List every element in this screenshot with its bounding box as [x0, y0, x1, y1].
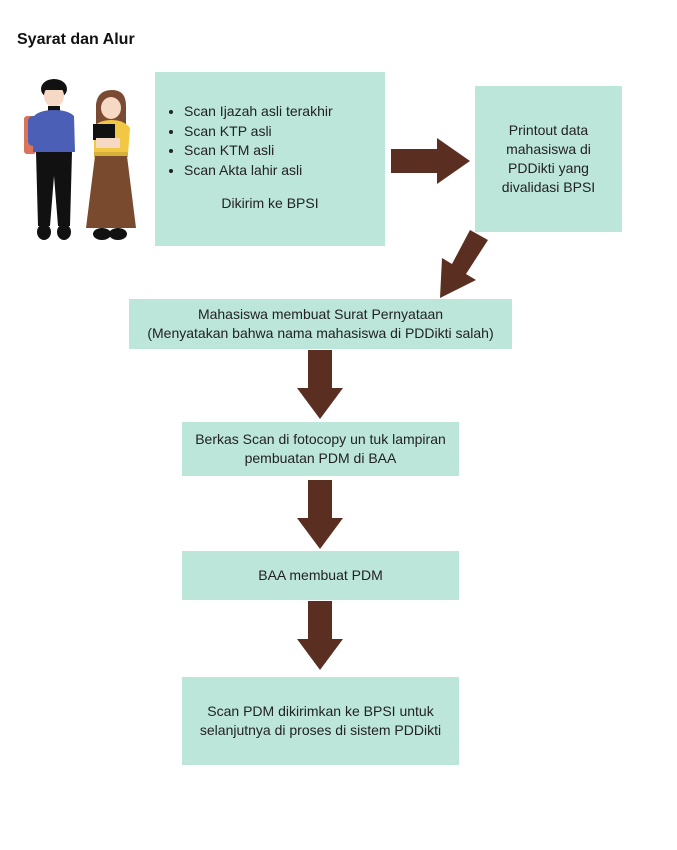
arrow-down-left-icon	[440, 230, 488, 298]
arrow-down-icon	[297, 601, 343, 670]
arrow-down-icon	[297, 480, 343, 549]
statement-box: Mahasiswa membuat Surat Pernyataan (Meny…	[129, 299, 512, 349]
baa-text: BAA membuat PDM	[258, 567, 383, 583]
requirement-item: Scan Akta lahir asli	[184, 161, 333, 181]
send-text: Scan PDM dikirimkan ke BPSI untuk selanj…	[199, 703, 442, 738]
arrow-right-icon	[391, 138, 470, 184]
send-box: Scan PDM dikirimkan ke BPSI untuk selanj…	[182, 677, 459, 765]
requirement-item: Scan KTM asli	[184, 141, 333, 161]
requirements-list: Scan Ijazah asli terakhir Scan KTP asli …	[168, 102, 333, 180]
requirement-item: Scan KTP asli	[184, 122, 333, 142]
requirements-note: Dikirim ke BPSI	[221, 195, 319, 211]
copy-text: Berkas Scan di fotocopy un tuk lampiran …	[195, 431, 446, 466]
requirements-box: Scan Ijazah asli terakhir Scan KTP asli …	[155, 72, 385, 246]
statement-text: Mahasiswa membuat Surat Pernyataan (Meny…	[147, 306, 494, 341]
girl-figure	[86, 90, 136, 240]
copy-box: Berkas Scan di fotocopy un tuk lampiran …	[182, 422, 459, 476]
baa-box: BAA membuat PDM	[182, 551, 459, 600]
students-illustration	[24, 79, 136, 240]
printout-text: Printout data mahasiswa di PDDikti yang …	[501, 122, 596, 195]
printout-box: Printout data mahasiswa di PDDikti yang …	[475, 86, 622, 232]
arrow-down-icon	[297, 350, 343, 419]
page-title: Syarat dan Alur	[17, 31, 135, 48]
boy-figure	[24, 79, 75, 240]
requirement-item: Scan Ijazah asli terakhir	[184, 102, 333, 122]
